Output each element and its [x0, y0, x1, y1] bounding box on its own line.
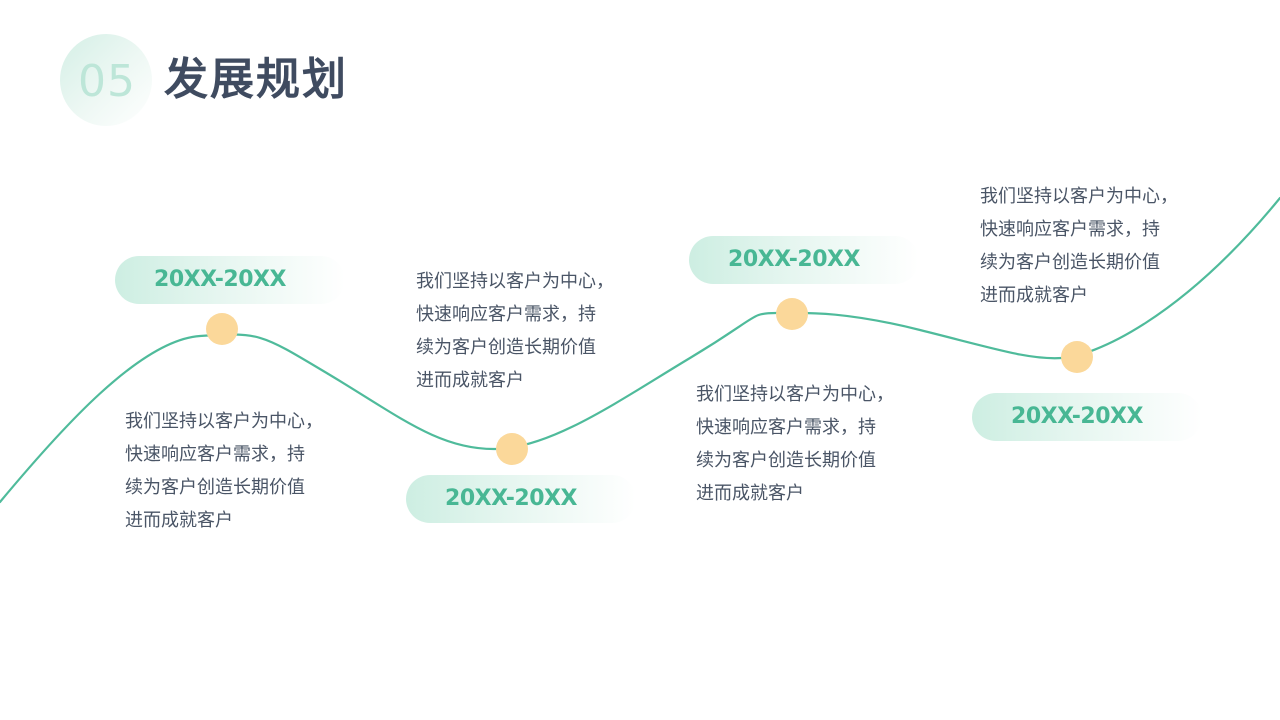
- section-number-badge: [60, 34, 152, 126]
- milestone-2-line-3: 续为客户创造长期价值: [416, 337, 596, 358]
- milestone-3-description: 我们坚持以客户为中心， 快速响应客户需求，持 续为客户创造长期价值 进而成就客户: [696, 378, 926, 510]
- milestone-2-line-1: 我们坚持以客户为中心，: [416, 271, 614, 292]
- milestone-3-period: 20XX-20XX: [728, 247, 860, 272]
- milestone-4-dot: [1061, 341, 1093, 373]
- milestone-2-period-pill: 20XX-20XX: [406, 475, 636, 523]
- milestone-3-line-3: 续为客户创造长期价值: [696, 450, 876, 471]
- milestone-2-period: 20XX-20XX: [445, 486, 577, 511]
- milestone-1-dot: [206, 313, 238, 345]
- milestone-4-line-2: 快速响应客户需求，持: [980, 219, 1160, 240]
- milestone-2-line-4: 进而成就客户: [416, 370, 524, 391]
- milestone-4-description: 我们坚持以客户为中心， 快速响应客户需求，持 续为客户创造长期价值 进而成就客户: [980, 180, 1210, 312]
- milestone-2-dot: [496, 433, 528, 465]
- milestone-4-line-1: 我们坚持以客户为中心，: [980, 186, 1178, 207]
- milestone-2-description: 我们坚持以客户为中心， 快速响应客户需求，持 续为客户创造长期价值 进而成就客户: [416, 265, 646, 397]
- milestone-3-line-1: 我们坚持以客户为中心，: [696, 384, 894, 405]
- milestone-1-line-2: 快速响应客户需求，持: [125, 444, 305, 465]
- milestone-2-line-2: 快速响应客户需求，持: [416, 304, 596, 325]
- milestone-1-line-3: 续为客户创造长期价值: [125, 477, 305, 498]
- milestone-4-period: 20XX-20XX: [1011, 404, 1143, 429]
- section-number: 05: [78, 56, 136, 107]
- milestone-1-description: 我们坚持以客户为中心， 快速响应客户需求，持 续为客户创造长期价值 进而成就客户: [125, 405, 355, 537]
- milestone-1-period: 20XX-20XX: [154, 267, 286, 292]
- milestone-4-line-4: 进而成就客户: [980, 285, 1088, 306]
- milestone-3-line-4: 进而成就客户: [696, 483, 804, 504]
- milestone-1-period-pill: 20XX-20XX: [115, 256, 345, 304]
- milestone-3-line-2: 快速响应客户需求，持: [696, 417, 876, 438]
- milestone-4-period-pill: 20XX-20XX: [972, 393, 1202, 441]
- milestone-3-period-pill: 20XX-20XX: [689, 236, 919, 284]
- milestone-3-dot: [776, 298, 808, 330]
- milestone-1-line-4: 进而成就客户: [125, 510, 233, 531]
- milestone-4-line-3: 续为客户创造长期价值: [980, 252, 1160, 273]
- milestone-1-line-1: 我们坚持以客户为中心，: [125, 411, 323, 432]
- page-title: 发展规划: [164, 54, 348, 105]
